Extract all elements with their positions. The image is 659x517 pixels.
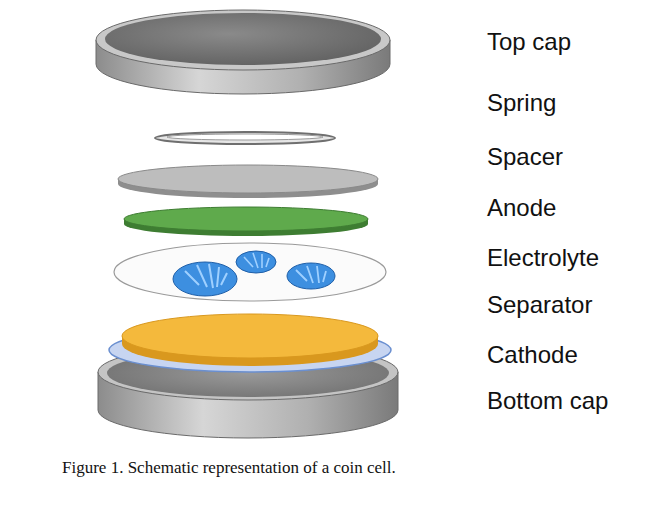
electrolyte-blob xyxy=(173,262,237,296)
part-label: Separator xyxy=(487,293,592,317)
blob-body xyxy=(173,262,237,296)
spacer xyxy=(118,165,378,198)
electrolyte-blob xyxy=(236,251,276,273)
part-label: Anode xyxy=(487,196,556,220)
separator xyxy=(114,243,386,301)
part-label: Top cap xyxy=(487,30,571,54)
blob-body xyxy=(236,251,276,273)
spring-ring xyxy=(155,132,335,144)
anode-face xyxy=(124,207,368,231)
electrolyte xyxy=(173,251,335,296)
blob-stripes xyxy=(185,264,227,288)
part-label: Bottom cap xyxy=(487,389,608,413)
top-cap-rim xyxy=(96,10,390,70)
spacer-face xyxy=(118,165,378,193)
cathode-face xyxy=(122,314,378,358)
separator-disc xyxy=(114,243,386,301)
figure-caption: Figure 1. Schematic representation of a … xyxy=(62,458,396,478)
part-label: Electrolyte xyxy=(487,246,599,270)
blob-body xyxy=(287,263,335,289)
electrolyte-blob xyxy=(287,263,335,289)
spring xyxy=(155,132,335,144)
blob-stripes xyxy=(296,266,326,283)
anode xyxy=(124,207,368,236)
part-label: Spacer xyxy=(487,145,563,169)
spring-inner xyxy=(167,134,323,140)
part-label: Cathode xyxy=(487,343,578,367)
part-label: Spring xyxy=(487,91,556,115)
cathode xyxy=(109,314,391,372)
top-cap xyxy=(96,10,390,94)
blob-stripes xyxy=(244,253,269,268)
top-cap-face xyxy=(105,13,381,65)
